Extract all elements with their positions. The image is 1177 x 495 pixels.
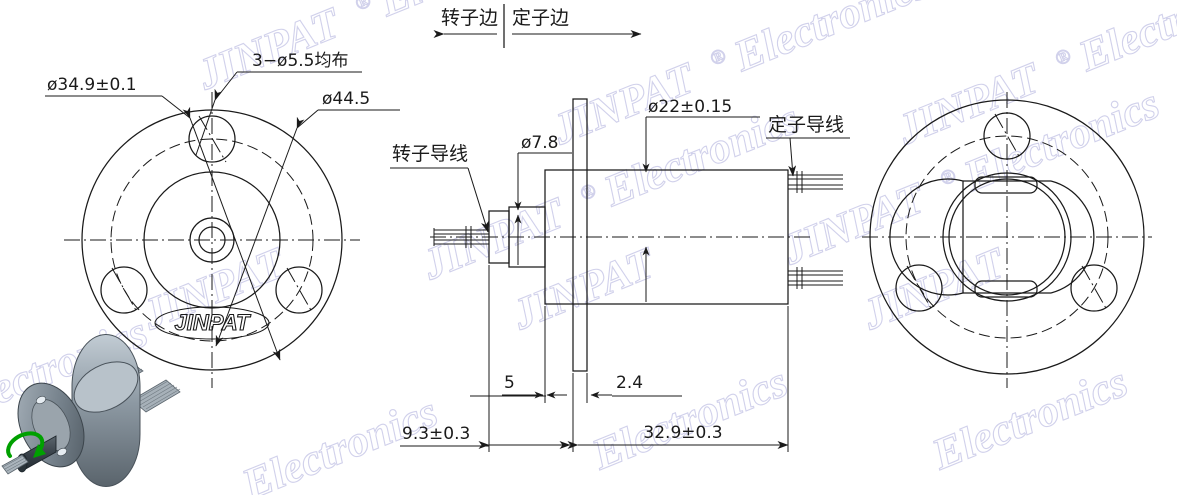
bore-profile-left [889, 178, 964, 296]
dim-outer-diameter: ø44.5 [215, 89, 400, 347]
side-designation-banner: 转子边 定子边 [433, 4, 642, 48]
hole-centermark-left [111, 267, 138, 313]
dim-extension-lines [488, 265, 789, 452]
dim-mounting-holes: 3−ø5.5均布 [195, 51, 362, 156]
dim-rotor-length-text: 9.3±0.3 [402, 424, 470, 444]
dim-flange-thickness: 2.4 [590, 373, 682, 399]
leader-rotor-lead: 转子导线 [390, 143, 489, 233]
mounting-hole-right [275, 266, 323, 314]
hole-centermark-right-right [1081, 265, 1108, 311]
watermark-text: Electronics [1071, 0, 1177, 81]
bore-profile-right [1050, 180, 1095, 294]
dim-mounting-holes-text: 3−ø5.5均布 [252, 51, 349, 71]
dim-flange-thickness-text: 2.4 [616, 373, 643, 393]
watermark-text: Electronics [924, 357, 1134, 480]
dim-body-diameter: ø22±0.15 [642, 97, 760, 302]
left-flange-front-view: JINPAT ø34.9±0.1 3−ø5.5均布 ø44.5 [45, 51, 400, 388]
mounting-hole-left [100, 266, 148, 314]
main-body [544, 169, 789, 305]
dim-rotor-length: 9.3±0.3 [400, 424, 571, 449]
rotor-lead-label: 转子导线 [392, 143, 468, 165]
key-slot-bottom [974, 280, 1038, 298]
mounting-hole-top-right-view [983, 112, 1031, 160]
bolt-circle-right [905, 135, 1109, 339]
watermark-text: JINPAT [854, 237, 1013, 339]
watermark-registered-mark: ® [577, 179, 599, 205]
middle-side-section-view: 转子边 定子边 [390, 4, 850, 452]
dim-bolt-circle-text: ø34.9±0.1 [47, 75, 137, 95]
flange-plate [572, 98, 588, 372]
watermark-registered-mark: ® [707, 44, 729, 70]
rotation-arrow-icon [6, 431, 46, 458]
bore-mid-ring [948, 178, 1066, 296]
dim-stator-length-text: 32.9±0.3 [643, 423, 722, 443]
dim-shaft-diameter: ø7.8 [514, 133, 572, 265]
render-body [71, 333, 141, 488]
watermark-text: JINPAT [189, 0, 348, 100]
right-flange-rear-view [862, 92, 1152, 388]
mounting-hole-left-right-view [895, 264, 943, 312]
watermark-text: Electronics [726, 0, 936, 81]
rotor-lead-wires [433, 226, 489, 248]
watermark-registered-mark: ® [352, 0, 374, 15]
render-rotor-wires [1, 454, 29, 475]
key-slot-top [974, 176, 1038, 194]
dim-flange-offset: 5 [470, 373, 567, 399]
watermark-text: JINPAT [414, 187, 573, 289]
stator-side-label: 定子边 [512, 7, 569, 29]
watermark-text: JINPAT [504, 237, 663, 339]
dim-outer-diameter-text: ø44.5 [322, 89, 370, 109]
dim-stator-length: 32.9±0.3 [567, 423, 789, 449]
jinpat-logo-text: JINPAT [175, 310, 252, 335]
dim-flange-offset-text: 5 [504, 373, 515, 393]
bolt-circle [110, 138, 314, 342]
leader-stator-lead: 定子导线 [766, 114, 850, 177]
watermark-registered-mark: ® [1052, 44, 1074, 70]
isometric-product-render [1, 333, 181, 488]
stator-lead-label: 定子导线 [768, 114, 844, 136]
hole-centermark-left-right [906, 265, 933, 311]
outer-diameter-circle-right [869, 99, 1145, 375]
bore-outer-ring [942, 172, 1072, 302]
watermark-registered-mark: ® [937, 164, 959, 190]
watermark-text: JINPAT [774, 172, 933, 274]
mounting-hole-right-right-view [1070, 264, 1118, 312]
dim-shaft-diameter-text: ø7.8 [521, 133, 558, 153]
hole-centermark-top-right [994, 113, 1021, 159]
stator-lead-wires [788, 171, 843, 289]
dim-body-diameter-text: ø22±0.15 [648, 97, 732, 117]
rotor-side-label: 转子边 [441, 7, 498, 29]
